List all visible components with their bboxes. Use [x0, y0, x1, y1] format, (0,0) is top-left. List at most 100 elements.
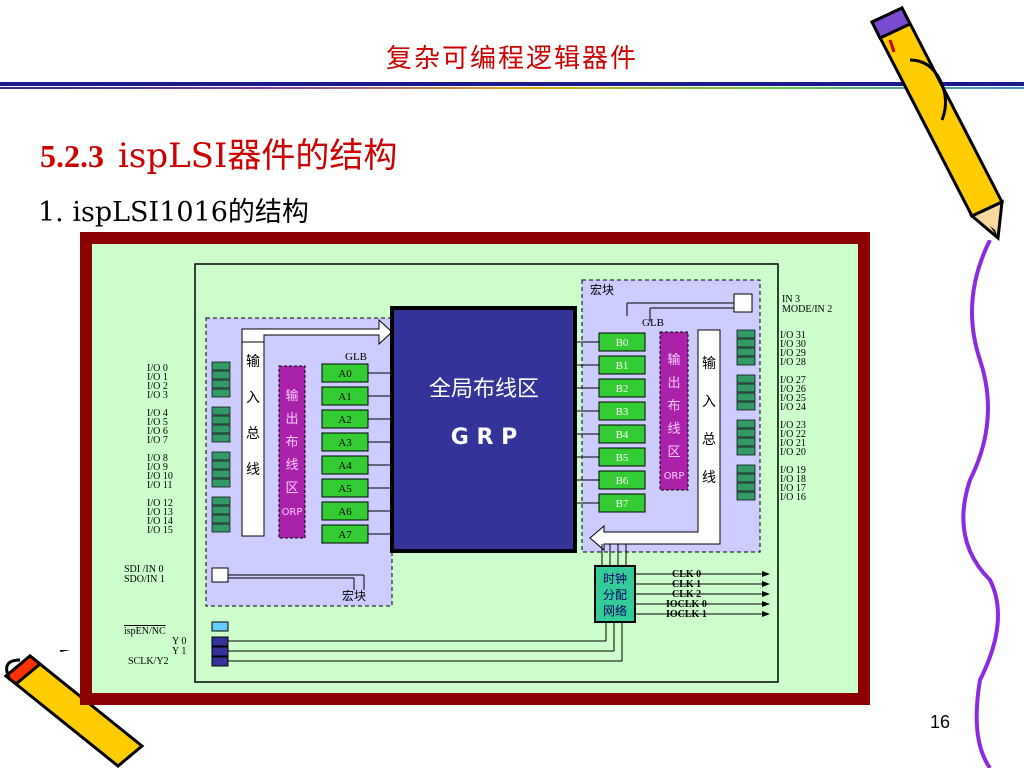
left-io-cell: [211, 496, 231, 506]
bottom-input-cell: [211, 636, 229, 647]
clock-output-label: CLK 0: [672, 569, 701, 580]
left-io-cell: [211, 370, 231, 380]
right-io-label: I/O 28: [780, 357, 806, 368]
in3-label: IN 3: [782, 294, 800, 305]
right-io-label: I/O 17: [780, 483, 806, 494]
right-io-label: I/O 20: [780, 447, 806, 458]
right-io-cell: [736, 347, 756, 357]
right-io-label: I/O 22: [780, 429, 806, 440]
glb-label-a7: A7: [338, 529, 352, 541]
left-io-label: I/O 0: [147, 363, 168, 374]
right-macro-label: 宏块: [590, 282, 614, 297]
left-io-label: I/O 9: [147, 462, 168, 473]
glb-label-a3: A3: [338, 437, 352, 449]
left-io-label: I/O 10: [147, 471, 173, 482]
left-io-cell: [211, 406, 231, 416]
right-io-cell: [736, 482, 756, 492]
glb-label-b5: B5: [616, 452, 629, 464]
glb-label-a4: A4: [338, 460, 352, 472]
right-io-cell: [736, 374, 756, 384]
left-io-cell: [211, 388, 231, 398]
left-io-label: I/O 12: [147, 498, 173, 509]
right-orp-char: 区: [667, 445, 680, 460]
left-io-label: I/O 14: [147, 516, 173, 527]
right-bus-char: 总: [702, 432, 716, 448]
glb-label-a2: A2: [338, 414, 351, 426]
bottom-input-cell: [211, 646, 229, 657]
left-io-cell: [211, 478, 231, 488]
left-bus-char: 入: [246, 390, 260, 406]
right-io-label: I/O 26: [780, 384, 806, 395]
right-orp-char: 布: [667, 399, 680, 414]
left-io-cell: [211, 460, 231, 470]
right-orp-char: 出: [667, 376, 680, 391]
clock-output-label: IOCLK 1: [666, 609, 707, 620]
glb-label-b0: B0: [616, 337, 629, 349]
left-io-label: I/O 8: [147, 453, 168, 464]
mode-in2-label: MODE/IN 2: [782, 304, 832, 315]
left-io-cell: [211, 379, 231, 389]
left-io-cell: [211, 469, 231, 479]
left-macro-label: 宏块: [342, 588, 366, 603]
left-orp-char: 线: [285, 458, 298, 473]
right-io-cell: [736, 446, 756, 456]
left-io-cell: [211, 505, 231, 515]
sdi-label: SDI /IN 0: [124, 564, 163, 575]
glb-label-b2: B2: [616, 383, 629, 395]
clock-output-label: CLK 1: [672, 579, 701, 590]
right-glb-label: GLB: [642, 317, 664, 329]
right-bus-char: 入: [702, 394, 716, 410]
clock-block-line-2: 分配: [603, 588, 627, 602]
left-bus-char: 总: [246, 426, 260, 442]
pencil-top-right-icon: [869, 6, 1005, 241]
left-glb-label: GLB: [345, 351, 367, 363]
glb-label-b1: B1: [616, 360, 629, 372]
left-io-cell: [211, 514, 231, 524]
left-io-cell: [211, 433, 231, 443]
left-io-label: I/O 1: [147, 372, 168, 383]
sclk-label: SCLK/Y2: [128, 656, 169, 667]
pencil-line-icon: [961, 240, 1000, 768]
right-io-cell: [736, 473, 756, 483]
left-io-cell: [211, 415, 231, 425]
right-io-label: I/O 21: [780, 438, 806, 449]
left-orp-char: 出: [285, 412, 298, 427]
right-io-cell: [736, 437, 756, 447]
clock-block-line-3: 网络: [603, 603, 627, 618]
right-io-label: I/O 24: [780, 402, 806, 413]
left-bus-char: 输: [246, 354, 260, 370]
right-io-cell: [736, 329, 756, 339]
right-io-cell: [736, 401, 756, 411]
right-io-label: I/O 27: [780, 375, 806, 386]
right-io-label: I/O 19: [780, 465, 806, 476]
right-io-label: I/O 23: [780, 420, 806, 431]
right-io-label: I/O 18: [780, 474, 806, 485]
clock-output-label: IOCLK 0: [666, 599, 707, 610]
right-io-label: I/O 29: [780, 348, 806, 359]
clock-output-label: CLK 2: [672, 589, 701, 600]
right-orp-char: ORP: [664, 471, 685, 482]
slide-title: 复杂可编程逻辑器件: [385, 44, 638, 74]
right-io-label: I/O 30: [780, 339, 806, 350]
right-io-cell: [736, 491, 756, 501]
title-rule-gradient: [0, 87, 1024, 89]
bottom-input-cell: [211, 621, 229, 632]
pencil-bottom-left-icon: [3, 650, 145, 768]
right-orp-char: 输: [667, 352, 680, 368]
bottom-input-cell: [211, 656, 229, 667]
glb-label-b4: B4: [616, 429, 629, 441]
glb-label-a0: A0: [338, 368, 352, 380]
right-io-cell: [736, 356, 756, 366]
glb-label-a5: A5: [338, 483, 352, 495]
left-io-cell: [211, 361, 231, 371]
left-io-cell: [211, 424, 231, 434]
left-io-label: I/O 7: [147, 435, 168, 446]
right-io-label: I/O 31: [780, 330, 806, 341]
right-io-label: I/O 25: [780, 393, 806, 404]
right-io-label: I/O 16: [780, 492, 806, 503]
left-io-label: I/O 6: [147, 426, 168, 437]
left-io-cell: [211, 451, 231, 461]
right-io-cell: [736, 383, 756, 393]
left-io-label: I/O 5: [147, 417, 168, 428]
